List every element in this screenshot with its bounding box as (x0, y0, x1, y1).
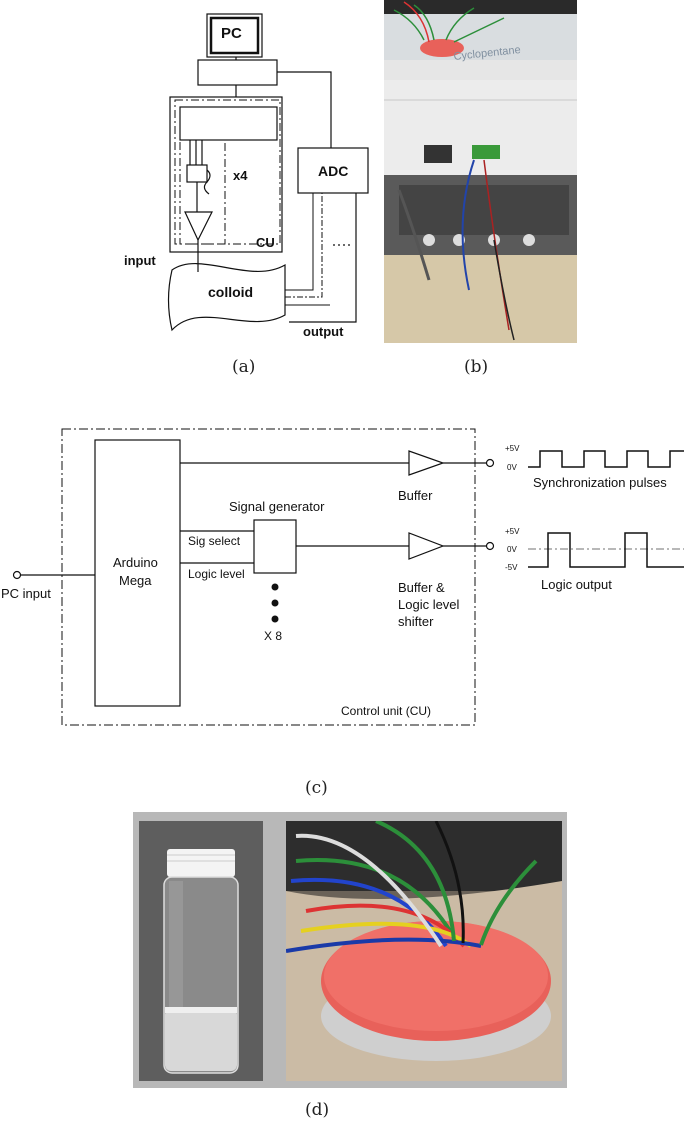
buffer-triangle (184, 211, 213, 242)
colloid-label: colloid (208, 284, 254, 300)
pad-small (420, 39, 464, 57)
sig-select-label: Sig select (188, 534, 241, 548)
sync-pulses-label: Synchronization pulses (533, 475, 667, 490)
arduino-box (94, 439, 181, 707)
zero-v-top: 0V (507, 463, 517, 472)
control-unit-label: Control unit (CU) (341, 704, 432, 718)
buffer-top (408, 450, 445, 476)
cu-label: CU (256, 235, 275, 250)
plus5v-top: +5V (505, 444, 520, 453)
caption-a: (a) (232, 357, 256, 377)
buffer-label: Buffer (398, 488, 433, 503)
pc-input-label: PC input (1, 586, 51, 601)
caption-d: (d) (305, 1100, 330, 1120)
adc-box (297, 147, 369, 194)
photo-pad (286, 821, 562, 1081)
adc-label: ADC (318, 163, 349, 179)
input-label: input (124, 253, 156, 268)
x4-label: x4 (233, 168, 248, 183)
control-unit-boundary (61, 428, 476, 726)
signal-generator-label: Signal generator (229, 499, 325, 514)
cu-box (169, 96, 283, 253)
photo-setup: Cyclopentane (384, 0, 577, 343)
logic-level-label: Logic level (188, 567, 245, 581)
arduino-line1: Arduino (113, 555, 158, 570)
pc-monitor-box (209, 16, 260, 55)
sync-waveform (528, 450, 684, 468)
x8-label: X 8 (264, 629, 283, 643)
signal-generator-box (253, 519, 297, 574)
buffer-shifter-line2: Logic level (398, 597, 460, 612)
logic-output-label: Logic output (541, 577, 612, 592)
photo-vial (139, 821, 263, 1081)
zero-v-bottom: 0V (507, 545, 517, 554)
buffer-shifter (408, 532, 445, 560)
pc-label: PC (221, 25, 242, 42)
caption-c: (c) (305, 778, 328, 798)
colloid-shape (167, 262, 286, 332)
arduino-line2: Mega (119, 573, 152, 588)
buffer-shifter-line1: Buffer & (398, 580, 445, 595)
minus5v-bottom: -5V (505, 563, 518, 572)
output-label: output (303, 324, 344, 339)
logic-waveform (528, 532, 684, 568)
photo-frame-d (133, 812, 567, 1088)
plus5v-bottom: +5V (505, 527, 520, 536)
caption-b: (b) (464, 357, 489, 377)
buffer-shifter-line3: shifter (398, 614, 434, 629)
